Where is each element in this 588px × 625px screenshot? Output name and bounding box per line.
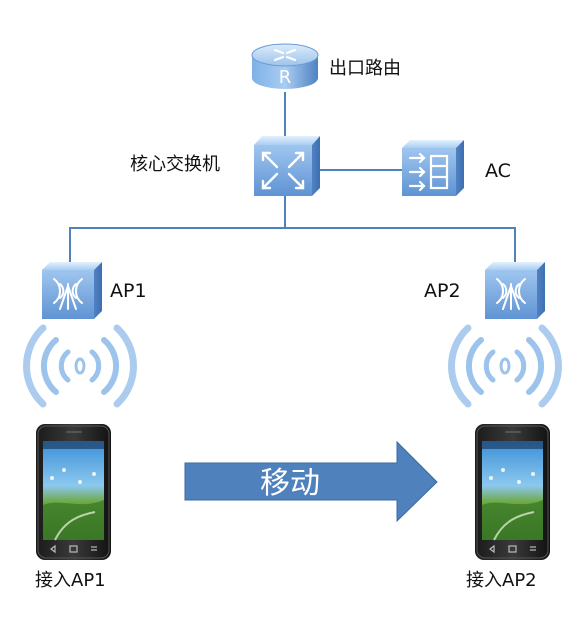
right-phone-caption: 接入AP2 bbox=[466, 570, 537, 591]
ap1-icon bbox=[42, 262, 102, 319]
roaming-arrow: 移动 bbox=[184, 440, 438, 523]
ac-label: AC bbox=[485, 160, 511, 182]
router-label: 出口路由 bbox=[329, 58, 401, 79]
ap1-label: AP1 bbox=[110, 280, 147, 302]
link-access-bus bbox=[69, 227, 516, 262]
roaming-arrow-label: 移动 bbox=[260, 466, 320, 501]
ap2-icon bbox=[485, 262, 545, 319]
wifi-signal-icon-left bbox=[23, 324, 137, 408]
router-icon: R bbox=[251, 43, 319, 89]
core-switch-label: 核心交换机 bbox=[130, 154, 220, 175]
ap2-label: AP2 bbox=[424, 280, 461, 302]
core-switch-icon bbox=[254, 136, 320, 196]
network-links bbox=[69, 92, 516, 262]
router-glyph: R bbox=[279, 67, 292, 88]
smartphone-icon-left bbox=[36, 424, 111, 560]
smartphone-icon-right bbox=[475, 424, 550, 560]
ac-icon bbox=[402, 140, 464, 196]
wifi-signal-icon-right bbox=[448, 324, 562, 408]
left-phone-caption: 接入AP1 bbox=[35, 570, 106, 591]
